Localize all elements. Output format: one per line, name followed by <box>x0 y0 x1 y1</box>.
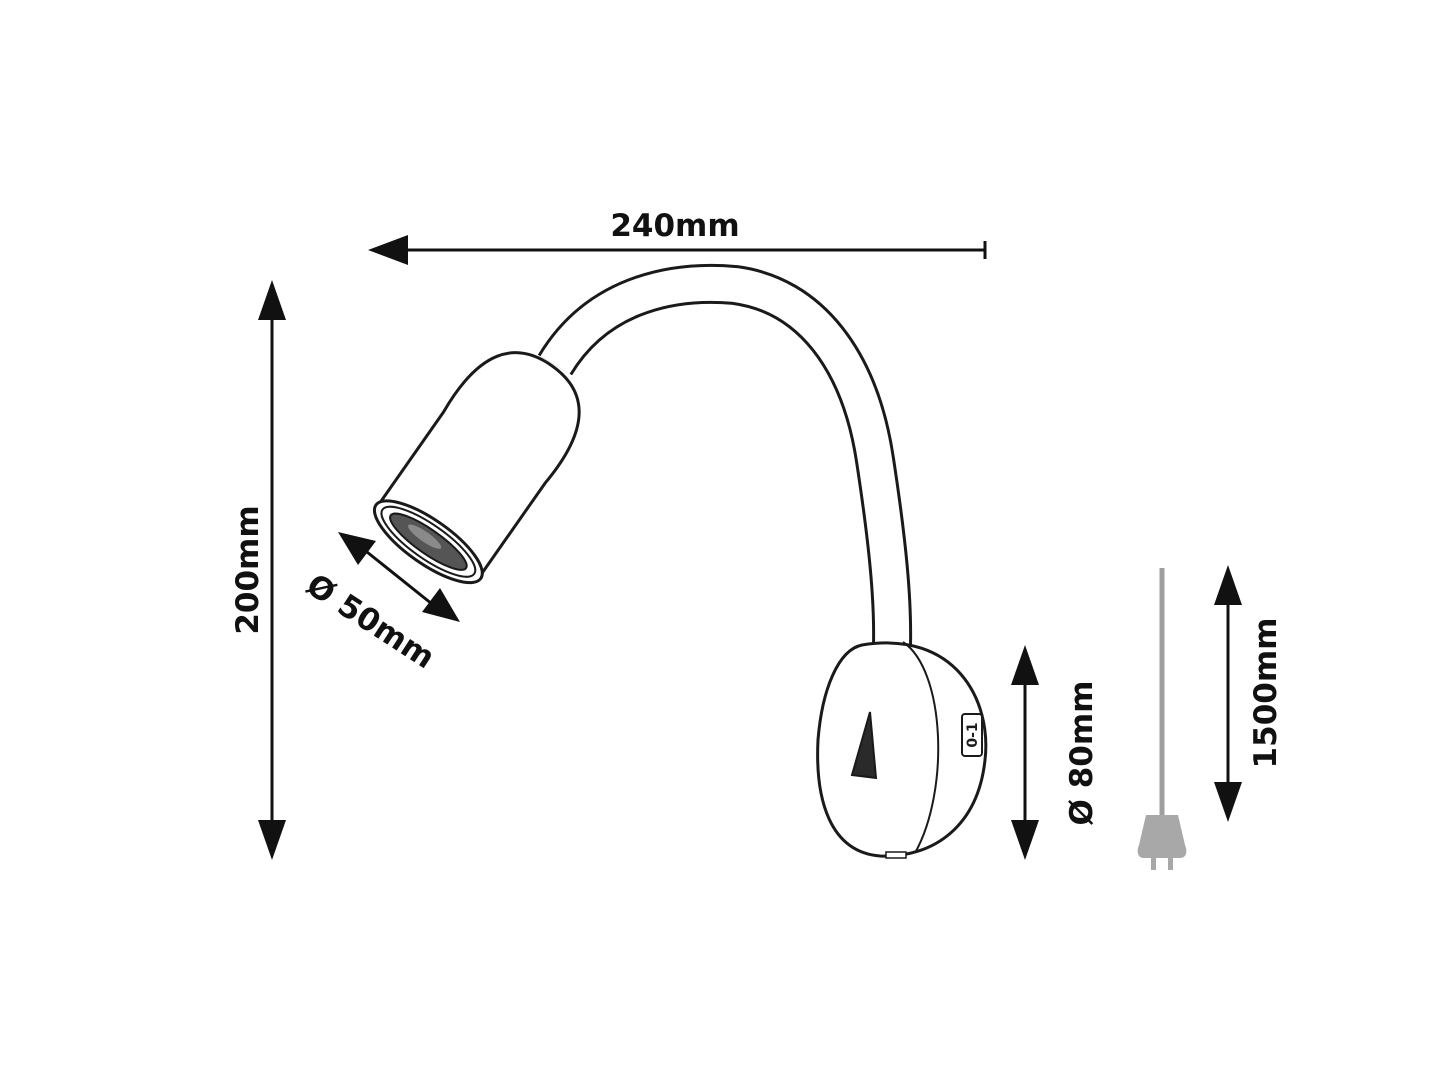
height-label: 200mm <box>230 505 266 634</box>
height-dimension: 200mm <box>230 280 286 860</box>
rocker-switch-icon <box>850 711 878 780</box>
width-label: 240mm <box>610 208 739 244</box>
lamp-head <box>372 351 581 585</box>
base-diameter-dimension: Ø 80mm <box>1011 645 1100 860</box>
cable-length-label: 1500mm <box>1248 618 1284 769</box>
power-cable <box>1137 568 1187 870</box>
switch-marking: 0-1 <box>965 722 981 747</box>
on-off-switch <box>961 713 983 757</box>
base-diameter-label: Ø 80mm <box>1064 681 1100 826</box>
cable-length-dimension: 1500mm <box>1214 565 1284 822</box>
width-dimension: 240mm <box>368 208 987 265</box>
plug-icon <box>1137 815 1187 858</box>
gooseneck-arm <box>537 263 913 646</box>
head-diameter-label: Ø 50mm <box>300 567 441 676</box>
wall-base: 0-1 <box>816 641 988 859</box>
